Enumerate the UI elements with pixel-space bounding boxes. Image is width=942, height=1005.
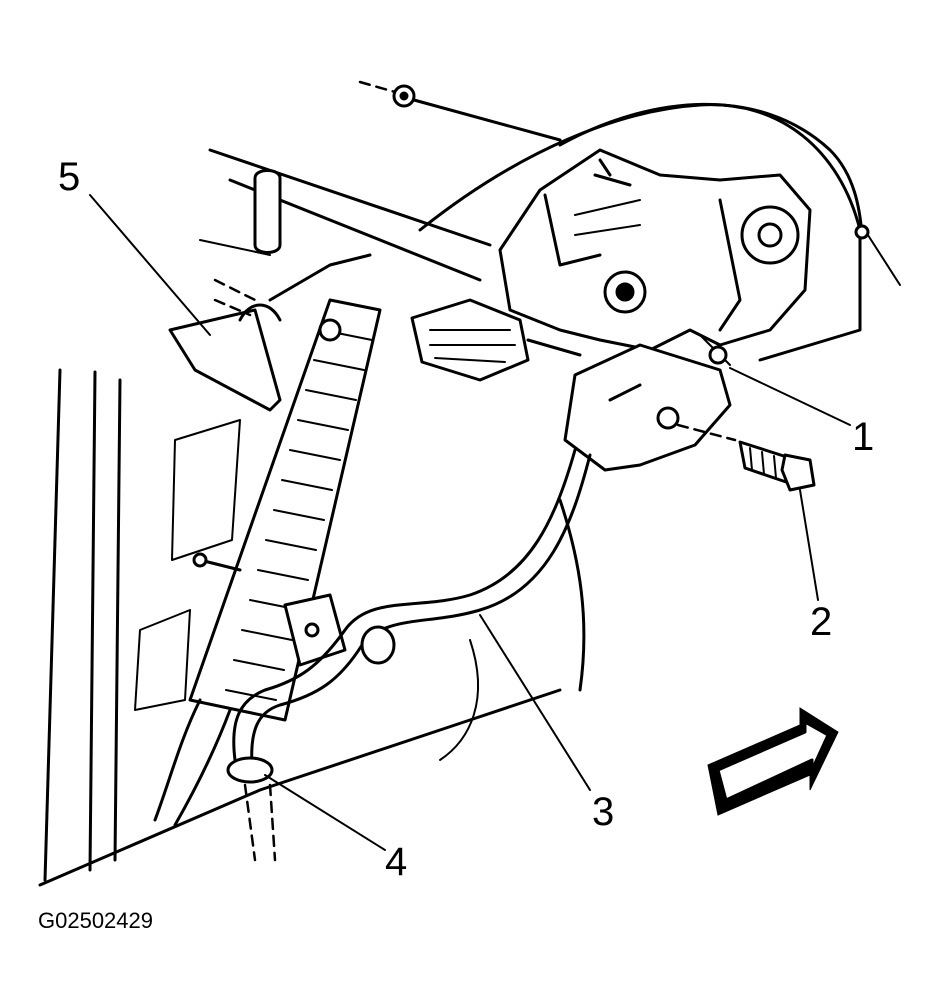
direction-arrow: [707, 707, 839, 816]
leader-line-4: [264, 774, 386, 851]
leader-line-5: [89, 194, 211, 336]
electrical-connector: [410, 298, 582, 382]
cable-harness: [226, 448, 592, 862]
top-clip-fastener: [358, 80, 562, 142]
leader-line-2: [799, 489, 819, 601]
control-cable: [558, 102, 901, 286]
leader-lines: [89, 194, 851, 851]
callout-3: 3: [592, 790, 614, 834]
mounting-bracket: [563, 334, 732, 472]
wiring-conduit: [153, 298, 382, 827]
callout-1: 1: [852, 415, 874, 459]
mirror-assembly: [168, 169, 372, 412]
bolt: [676, 423, 816, 492]
leader-line-1: [729, 367, 851, 426]
callout-5: 5: [58, 155, 80, 199]
leader-line-3: [479, 614, 591, 791]
mechanism-housing: [498, 148, 812, 352]
callout-2: 2: [810, 600, 832, 644]
body-panel-outline: [38, 103, 862, 887]
figure-id: G02502429: [38, 908, 153, 933]
callout-4: 4: [385, 840, 407, 884]
